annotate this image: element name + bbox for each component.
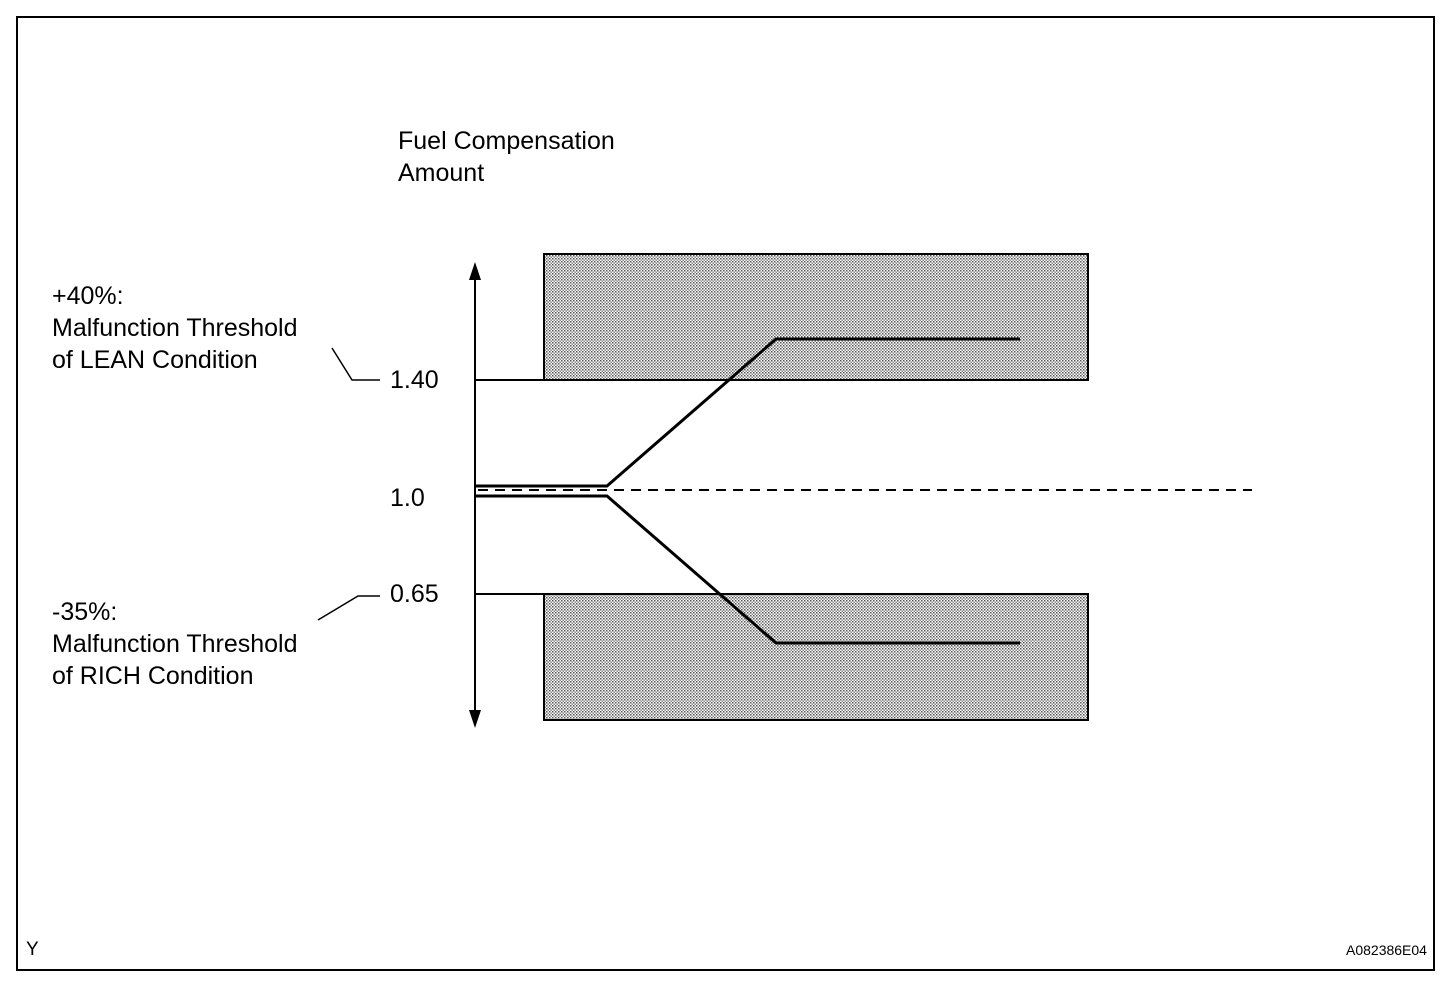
rich-threshold-label: -35%: Malfunction Threshold of RICH Cond… bbox=[52, 596, 298, 692]
lean-threshold-line bbox=[475, 372, 545, 381]
up-arrow-icon bbox=[469, 262, 481, 280]
lean-label-line-2: Malfunction Threshold bbox=[52, 314, 298, 342]
rich-threshold-line bbox=[475, 593, 545, 602]
lean-threshold-label: +40%: Malfunction Threshold of LEAN Cond… bbox=[52, 280, 298, 376]
axis-title-line-2: Amount bbox=[398, 159, 485, 187]
lean-label-line-3: of LEAN Condition bbox=[52, 346, 258, 374]
tick-label-lower: 0.65 bbox=[390, 580, 439, 608]
rich-compensation-trace bbox=[476, 494, 1020, 645]
rich-leader-line bbox=[317, 595, 380, 621]
diagram-frame bbox=[16, 16, 1435, 971]
figure-code: A082386E04 bbox=[1346, 942, 1427, 958]
axis-title: Fuel Compensation Amount bbox=[398, 125, 615, 189]
axis-title-line-1: Fuel Compensation bbox=[398, 127, 615, 155]
lean-compensation-trace bbox=[476, 337, 1020, 488]
tick-label-middle: 1.0 bbox=[390, 484, 425, 512]
lean-label-line-1: +40%: bbox=[52, 282, 124, 310]
rich-label-line-2: Malfunction Threshold bbox=[52, 630, 298, 658]
down-arrow-icon bbox=[469, 710, 481, 728]
tick-label-upper: 1.40 bbox=[390, 366, 439, 394]
lean-malfunction-region bbox=[543, 253, 1089, 381]
rich-malfunction-region bbox=[543, 593, 1089, 721]
rich-label-line-1: -35%: bbox=[52, 598, 118, 626]
rich-label-line-3: of RICH Condition bbox=[52, 662, 254, 690]
corner-marker: Y bbox=[26, 939, 39, 960]
lean-leader-line bbox=[331, 347, 380, 381]
